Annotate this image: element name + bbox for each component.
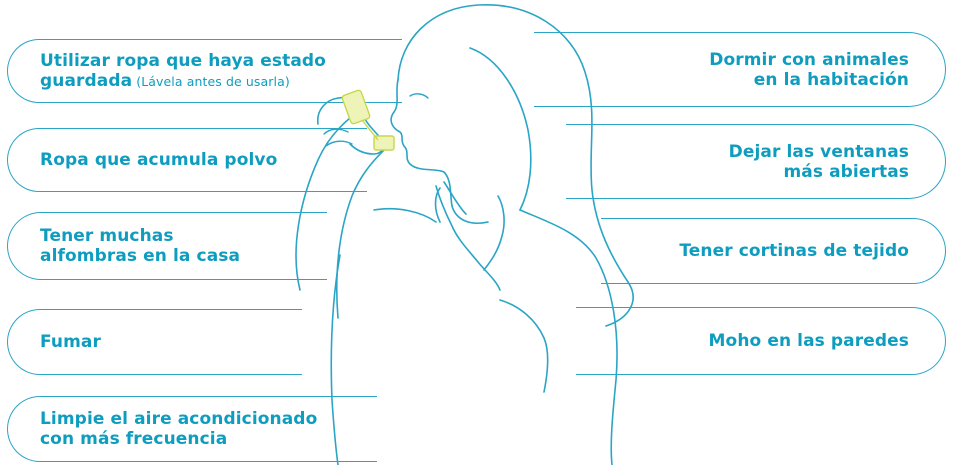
trigger-label: Tener cortinas de tejido — [679, 241, 909, 261]
hair-outline — [397, 4, 634, 327]
hair-inner — [469, 47, 532, 211]
trigger-pill-dusty-clothes: Ropa que acumula polvo — [7, 128, 367, 192]
trigger-pill-stored-clothes: Utilizar ropa que haya estado guardada(L… — [7, 39, 402, 103]
trigger-text: Dormir con animales en la habitación — [709, 50, 909, 90]
trigger-text: Limpie el aire acondicionado con más fre… — [40, 409, 317, 449]
trigger-label: Ropa que acumula polvo — [40, 150, 278, 170]
eye — [409, 93, 429, 99]
trigger-pill-open-windows: Dejar las ventanas más abiertas — [566, 124, 946, 199]
trigger-label: Utilizar ropa que haya estado — [40, 50, 326, 71]
trigger-note: (Lávela antes de usarla) — [136, 73, 290, 89]
face-profile — [390, 79, 453, 207]
trigger-label-line2: en la habitación — [753, 69, 909, 90]
trigger-pill-carpets: Tener muchas alfombras en la casa — [7, 212, 327, 280]
trigger-label-line2: alfombras en la casa — [40, 246, 241, 266]
trigger-label: Dejar las ventanas — [728, 141, 909, 162]
neck-line — [451, 205, 489, 224]
trigger-text: Tener muchas alfombras en la casa — [40, 226, 240, 266]
shoulder-right — [519, 209, 618, 465]
trigger-pill-pets-bedroom: Dormir con animales en la habitación — [534, 32, 946, 107]
trigger-label: Fumar — [40, 332, 101, 352]
trigger-pill-smoking: Fumar — [7, 309, 302, 375]
trigger-label: Tener muchas — [40, 226, 174, 246]
inhaler-icon — [341, 89, 395, 151]
raised-arm-inner — [336, 149, 385, 319]
trigger-text: Tener cortinas de tejido — [679, 241, 909, 261]
trigger-label: Moho en las paredes — [708, 331, 909, 351]
trigger-label: Dormir con animales — [709, 49, 909, 70]
trigger-label-line2: con más frecuencia — [40, 429, 228, 449]
chest-hand — [434, 181, 505, 291]
trigger-label-line2: más abiertas — [783, 161, 909, 182]
trigger-text: Utilizar ropa que haya estado guardada(L… — [40, 51, 326, 92]
trigger-text: Ropa que acumula polvo — [40, 150, 277, 170]
torso-left — [330, 254, 341, 465]
trigger-label: Limpie el aire acondicionado — [40, 409, 318, 429]
trigger-text: Fumar — [40, 332, 101, 352]
trigger-pill-fabric-curtains: Tener cortinas de tejido — [601, 218, 946, 284]
trigger-text: Dejar las ventanas más abiertas — [729, 142, 909, 182]
trigger-pill-wall-mold: Moho en las paredes — [576, 307, 946, 375]
inhaler-fingers — [323, 128, 353, 147]
trigger-text: Moho en las paredes — [709, 331, 909, 351]
raised-arm — [295, 117, 351, 291]
trigger-label-line2: guardada — [40, 70, 133, 91]
inhaler-hand — [316, 96, 385, 155]
trigger-pill-air-conditioner: Limpie el aire acondicionado con más fre… — [7, 396, 377, 462]
shirt-neckline — [373, 207, 549, 393]
